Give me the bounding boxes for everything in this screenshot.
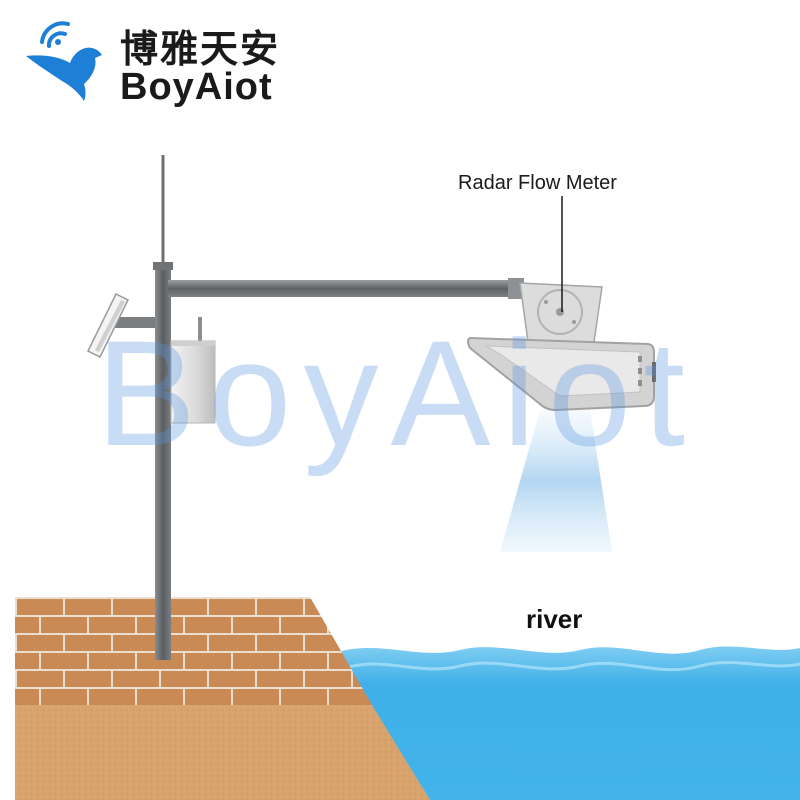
soil-bank: [15, 705, 430, 800]
logo-chinese-name: 博雅天安: [120, 27, 281, 71]
radar-beam: [500, 410, 612, 552]
radar-flow-meter-label: Radar Flow Meter: [458, 172, 617, 194]
solar-panel: [86, 292, 158, 359]
river-label: river: [526, 604, 583, 634]
antenna-rod: [161, 155, 165, 267]
brick-wall: [15, 597, 372, 705]
mounting-pole: [155, 262, 171, 660]
control-box: [170, 317, 216, 424]
logo-english-name: BoyAiot: [120, 66, 273, 108]
bird-wifi-icon: [26, 21, 102, 101]
river-wave: [344, 660, 800, 672]
cross-arm: [168, 280, 524, 297]
river-water: [338, 646, 800, 800]
